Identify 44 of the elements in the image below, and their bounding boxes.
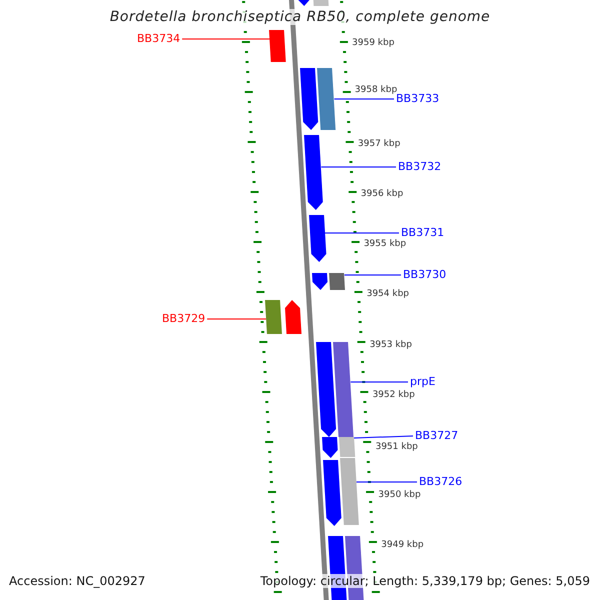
gene-label: BB3734	[137, 32, 180, 46]
gene-block	[285, 300, 302, 334]
gene-block	[300, 68, 319, 130]
scale-label: 3952 kbp	[372, 390, 415, 400]
gene-block	[333, 342, 354, 437]
gene-block	[312, 273, 328, 290]
gene-label: BB3726	[419, 475, 462, 489]
leader-line	[324, 232, 400, 234]
gene-block	[338, 437, 355, 457]
gene-block	[340, 458, 359, 525]
scale-label: 3953 kbp	[370, 340, 412, 350]
scale-label: 3958 kbp	[354, 85, 398, 95]
scale-label: 3950 kbp	[378, 490, 421, 500]
scale-label: 3955 kbp	[364, 239, 406, 249]
leader-line	[344, 274, 402, 276]
gene-block	[317, 68, 336, 130]
leader-line	[206, 318, 266, 320]
gene-block	[329, 273, 346, 290]
gene-label: BB3731	[401, 226, 444, 240]
scale-label: 3956 kbp	[360, 189, 404, 199]
scale-label: 3951 kbp	[375, 442, 418, 452]
title: Bordetella bronchiseptica RB50, complete genome	[108, 9, 492, 25]
leader-line	[353, 436, 414, 438]
leader-line	[182, 38, 270, 40]
scale-label: 3957 kbp	[358, 139, 400, 149]
accession-note: Accession: NC_002927	[9, 574, 146, 588]
scale-label: 3959 kbp	[352, 38, 394, 48]
gene-block	[322, 437, 338, 458]
gene-block	[264, 300, 282, 334]
gene-label: BB3732	[398, 160, 442, 174]
gene-block	[269, 30, 286, 62]
gene-block	[323, 460, 342, 526]
gene-block	[304, 135, 324, 210]
scale-label: 3949 kbp	[381, 540, 424, 550]
genome-info: Topology: circular; Length: 5,339,179 bp; Genes: 5,059	[260, 574, 590, 588]
gene-label: BB3733	[396, 92, 440, 106]
gene-label: BB3730	[403, 268, 446, 282]
gene-label: BB3727	[415, 429, 458, 443]
gene-block	[308, 215, 326, 262]
scale-label: 3954 kbp	[366, 289, 410, 299]
gene-label: prpE	[410, 375, 436, 389]
leader-line	[320, 166, 396, 168]
gene-label: BB3729	[162, 312, 206, 326]
leader-line	[334, 98, 394, 100]
